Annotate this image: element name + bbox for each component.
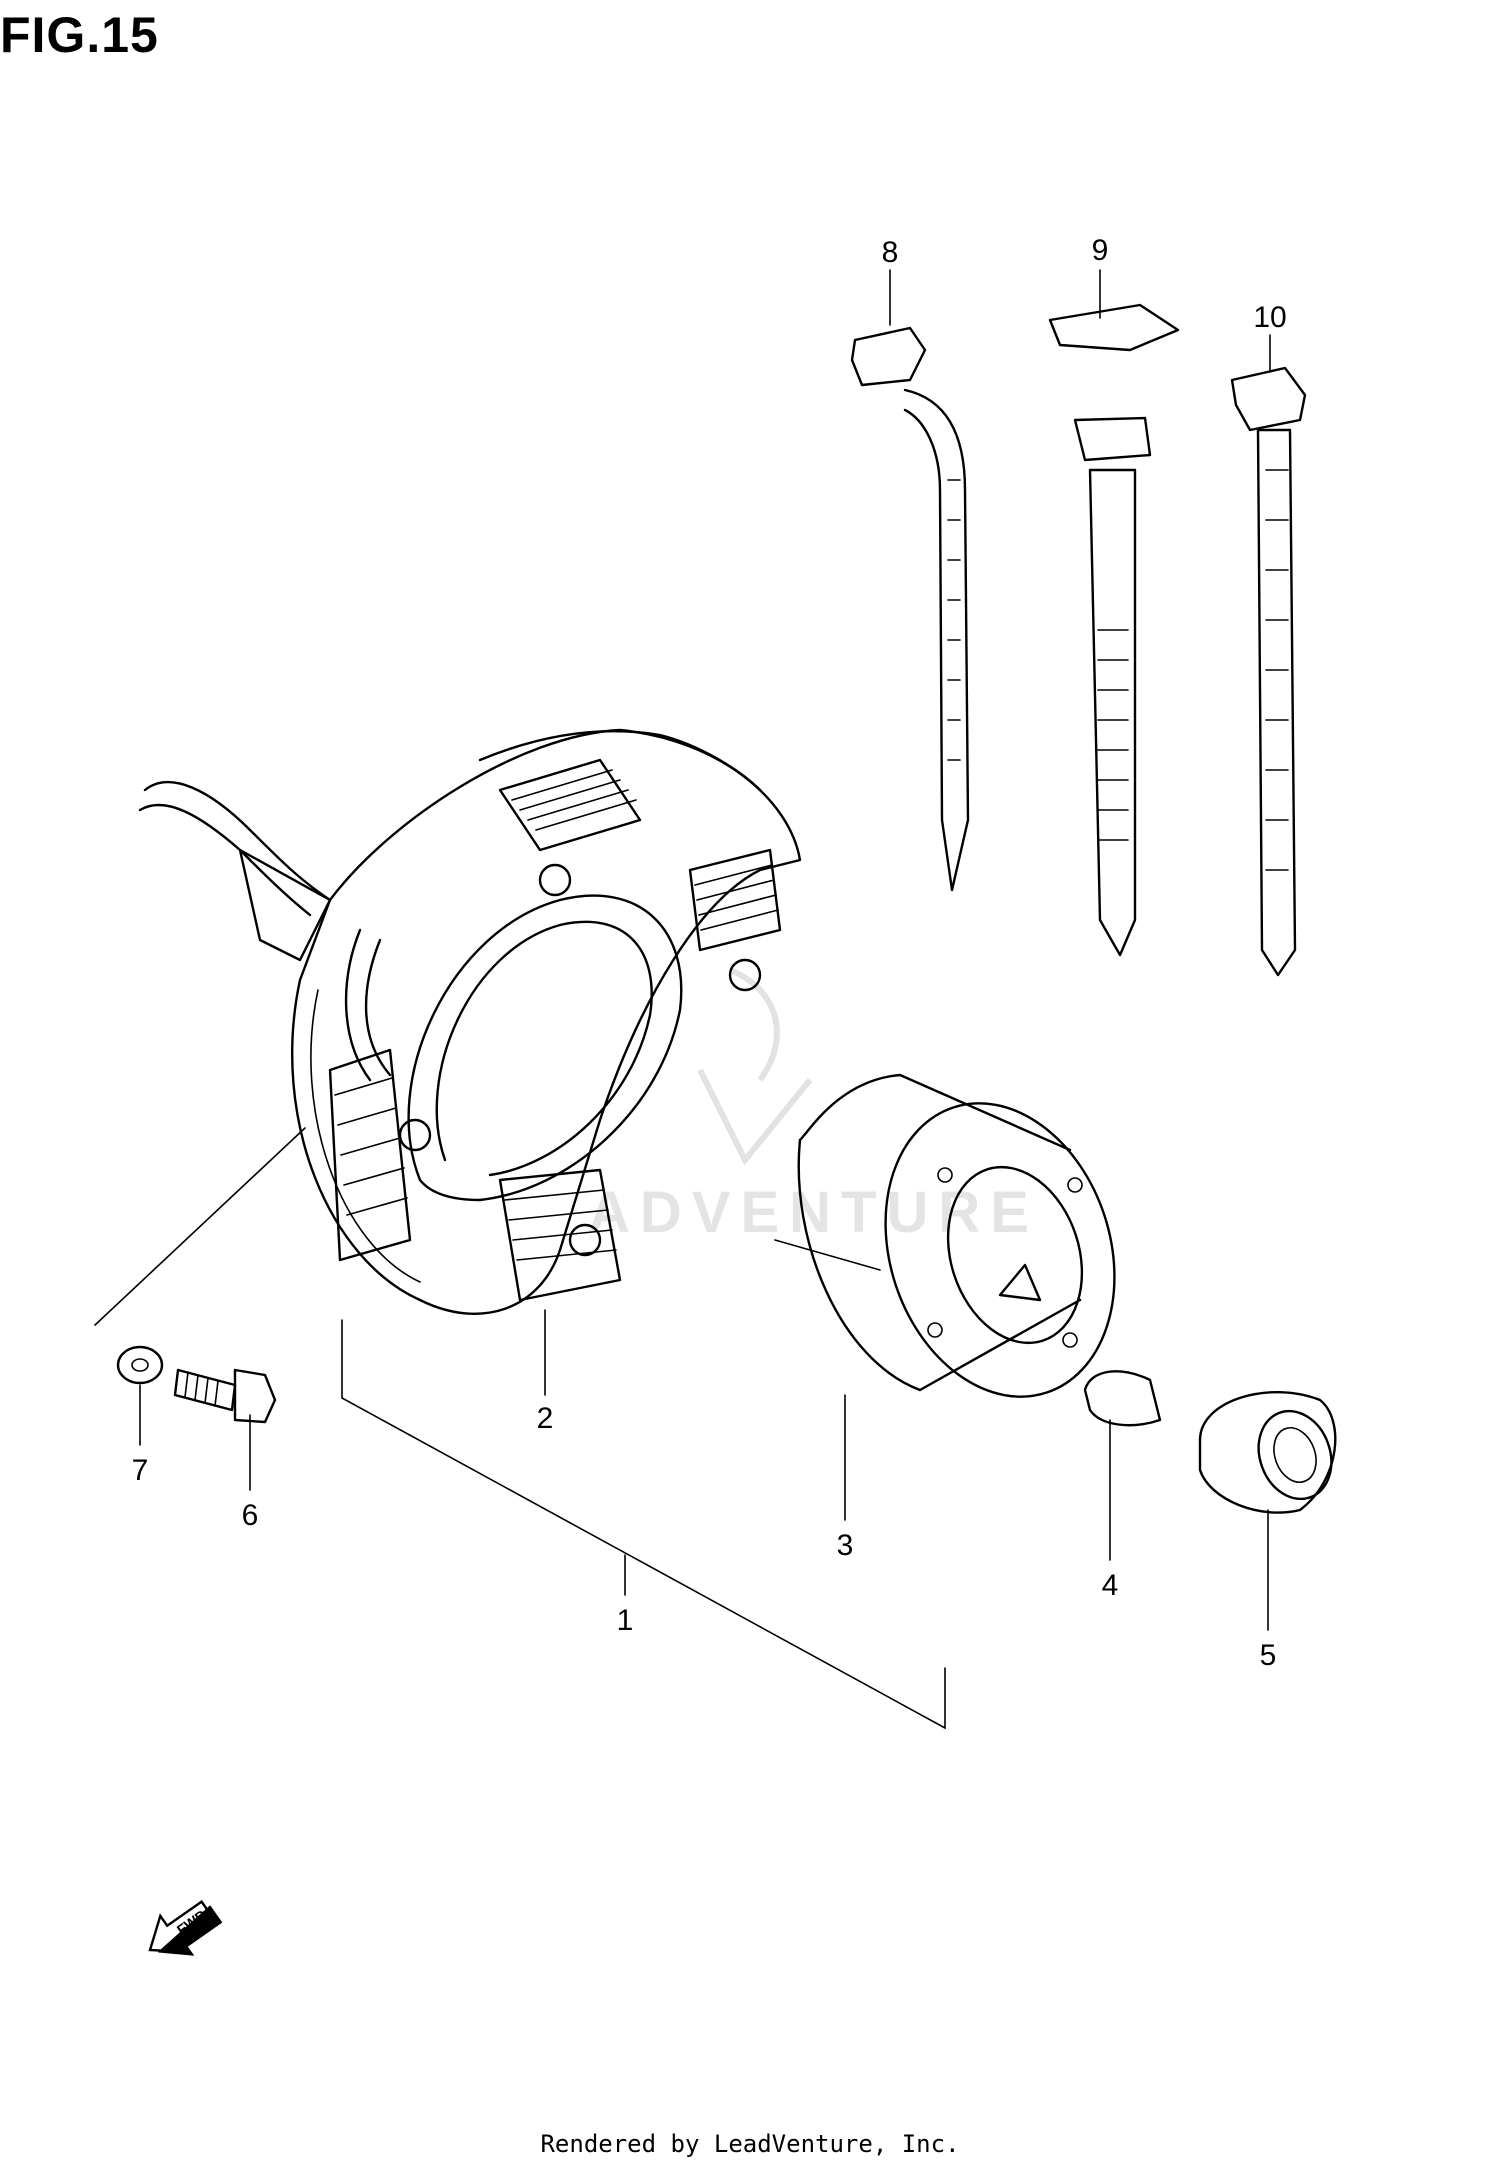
- forward-direction-arrow: FWD: [148, 1899, 223, 1956]
- callout-3: 3: [837, 1529, 854, 1562]
- mounting-bolt: [173, 1368, 277, 1424]
- callout-numbers: 8 9 10 2 3 4 5 6 7 1: [132, 234, 1287, 1672]
- figure-title: FIG.15: [0, 7, 159, 63]
- cable-tie-8: [850, 326, 970, 892]
- callout-7: 7: [132, 1454, 149, 1487]
- callout-4: 4: [1102, 1569, 1119, 1602]
- watermark-text: ADVENTURE: [588, 1180, 1039, 1245]
- stator-coil-top: [498, 758, 642, 852]
- callout-10: 10: [1253, 301, 1286, 334]
- callout-2: 2: [537, 1402, 554, 1435]
- stator-coil-left: [328, 1048, 412, 1262]
- callout-8: 8: [882, 236, 899, 269]
- callout-5: 5: [1260, 1639, 1277, 1672]
- callout-6: 6: [242, 1499, 259, 1532]
- footer-credit: Rendered by LeadVenture, Inc.: [540, 2130, 960, 2158]
- callout-9: 9: [1092, 234, 1109, 267]
- cable-tie-10: [1230, 366, 1307, 977]
- stator-assembly: [138, 728, 802, 1315]
- watermark-logo: ADVENTURE: [588, 967, 1039, 1245]
- stator-coil-bottom: [498, 1168, 622, 1302]
- cable-tie-9: [1048, 303, 1180, 957]
- flywheel-nut: [1198, 1391, 1337, 1514]
- callout-1: 1: [617, 1604, 634, 1637]
- woodruff-key: [1083, 1370, 1162, 1427]
- washer: [116, 1345, 164, 1385]
- flywheel-rotor: [774, 1073, 1116, 1398]
- leader-lines: [94, 269, 1271, 1730]
- stator-coil-right: [688, 848, 782, 952]
